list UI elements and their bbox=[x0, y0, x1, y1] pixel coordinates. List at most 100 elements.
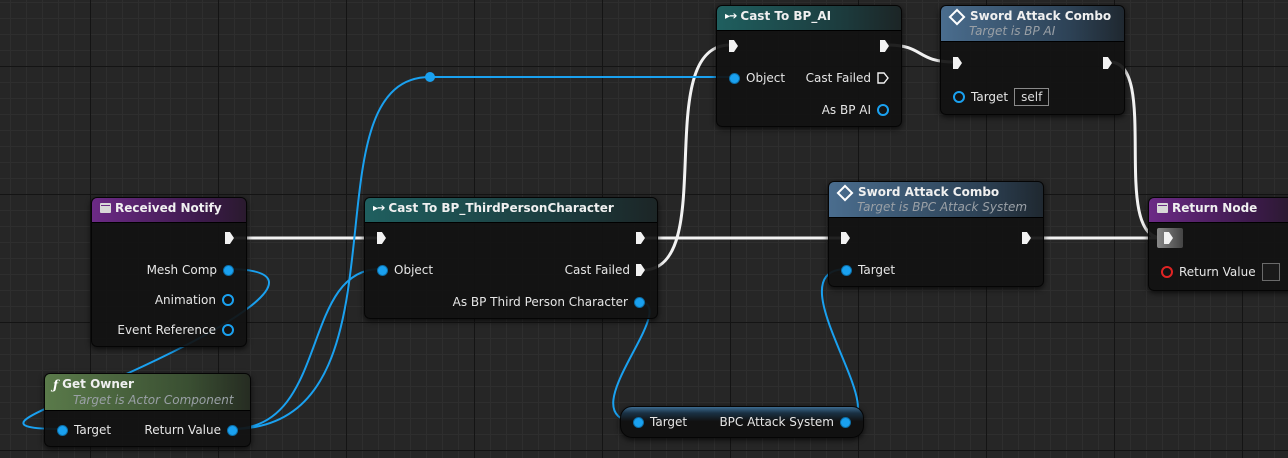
node-title: Sword Attack Combo bbox=[858, 185, 1000, 199]
pin-label: Animation bbox=[154, 293, 216, 307]
exec-wire-castfailed-to-cast-ai bbox=[642, 43, 731, 272]
object-pin-hollow-icon bbox=[222, 294, 234, 306]
bpc-attack-system-output-pin[interactable]: BPC Attack System bbox=[719, 415, 851, 429]
pin-label: BPC Attack System bbox=[719, 415, 834, 429]
exec-input-highlight bbox=[1157, 228, 1183, 248]
pin-label: As BP AI bbox=[821, 103, 871, 117]
object-wire-meshcomp-to-owner bbox=[22, 268, 270, 430]
exec-arrow-icon bbox=[225, 232, 234, 244]
object-pin-icon bbox=[729, 72, 740, 84]
return-node[interactable]: Return Node Return Value bbox=[1148, 197, 1288, 291]
object-pin-icon bbox=[223, 264, 234, 276]
node-title: Cast To BP_ThirdPersonCharacter bbox=[388, 201, 614, 215]
exec-arrow-icon bbox=[636, 232, 645, 244]
exec-output-pin[interactable] bbox=[636, 232, 645, 244]
object-pin-icon bbox=[377, 264, 388, 276]
object-input-pin[interactable]: Object bbox=[377, 263, 433, 277]
cast-ai-node[interactable]: ▸➔Cast To BP_AI Object Cast Failed As BP… bbox=[716, 5, 902, 127]
bpc-attack-system-getter-node[interactable]: Target BPC Attack System bbox=[620, 406, 864, 438]
pin-label: Target bbox=[650, 415, 688, 429]
object-pin-icon bbox=[633, 416, 644, 428]
return-value-checkbox[interactable] bbox=[1261, 263, 1280, 281]
sword-attack-combo-bpc-node[interactable]: Sword Attack Combo Target is BPC Attack … bbox=[828, 181, 1044, 287]
object-input-pin[interactable]: Object bbox=[729, 71, 785, 85]
exec-input-pin[interactable] bbox=[841, 232, 850, 244]
sword-combo-ai-header[interactable]: Sword Attack Combo Target is BP AI bbox=[941, 6, 1124, 42]
exec-arrow-icon bbox=[841, 232, 850, 244]
node-title: Received Notify bbox=[115, 201, 222, 215]
received-notify-header[interactable]: Received Notify bbox=[92, 198, 246, 223]
target-input-pin[interactable]: Target bbox=[57, 423, 111, 437]
object-pin-icon bbox=[634, 296, 645, 308]
mesh-comp-pin[interactable]: Mesh Comp bbox=[147, 263, 234, 277]
exec-arrow-icon bbox=[953, 57, 962, 69]
target-self-field[interactable]: self bbox=[1014, 88, 1050, 106]
pin-label: Mesh Comp bbox=[146, 263, 217, 277]
exec-output-pin[interactable] bbox=[880, 40, 889, 52]
function-diamond-icon bbox=[948, 8, 966, 25]
function-f-icon: ƒ bbox=[53, 377, 59, 392]
exec-arrow-hollow-icon bbox=[877, 72, 889, 84]
cast-third-person-node[interactable]: ▸➔Cast To BP_ThirdPersonCharacter Object… bbox=[364, 197, 658, 319]
pin-label: As BP Third Person Character bbox=[452, 295, 628, 309]
sword-attack-combo-ai-node[interactable]: Sword Attack Combo Target is BP AI Targe… bbox=[940, 5, 1125, 115]
node-title: Get Owner bbox=[62, 377, 134, 391]
received-notify-node[interactable]: Received Notify Mesh Comp Animation Even… bbox=[91, 197, 247, 347]
pin-label: Target bbox=[971, 90, 1009, 104]
return-node-header[interactable]: Return Node bbox=[1149, 198, 1288, 223]
exec-input-pin[interactable] bbox=[1157, 228, 1183, 248]
pin-label: Return Value bbox=[144, 423, 221, 437]
object-pin-icon bbox=[57, 424, 68, 436]
cast-failed-pin[interactable]: Cast Failed bbox=[806, 71, 889, 85]
object-wire-owner-to-cast bbox=[231, 268, 381, 430]
object-pin-icon bbox=[841, 264, 852, 276]
pin-label: Return Value bbox=[1179, 265, 1256, 279]
node-subtitle: Target is BP AI bbox=[969, 24, 1056, 38]
exec-output-pin[interactable] bbox=[1103, 57, 1112, 69]
target-input-pin[interactable]: Target bbox=[633, 415, 687, 429]
object-pin-icon bbox=[227, 424, 238, 436]
object-pin-hollow-icon bbox=[953, 91, 965, 103]
exec-input-pin[interactable] bbox=[953, 57, 962, 69]
target-input-pin[interactable]: Target self bbox=[953, 88, 1050, 106]
cast-icon: ▸➔ bbox=[373, 203, 385, 214]
exec-output-pin[interactable] bbox=[225, 232, 234, 244]
object-pin-icon bbox=[840, 416, 851, 428]
cast-third-person-header[interactable]: ▸➔Cast To BP_ThirdPersonCharacter bbox=[365, 198, 657, 223]
node-title: Sword Attack Combo bbox=[970, 9, 1112, 23]
sword-combo-bpc-header[interactable]: Sword Attack Combo Target is BPC Attack … bbox=[829, 182, 1043, 218]
cast-icon: ▸➔ bbox=[725, 11, 737, 22]
object-wire-asbp-to-getter bbox=[612, 300, 651, 423]
return-value-pin[interactable]: Return Value bbox=[1161, 263, 1280, 281]
exec-arrow-icon bbox=[1103, 57, 1112, 69]
as-bp-ai-pin[interactable]: As BP AI bbox=[822, 103, 889, 117]
wire-reroute-knot bbox=[425, 72, 435, 82]
pin-label: Target bbox=[858, 263, 896, 277]
object-pin-hollow-icon bbox=[877, 104, 889, 116]
pin-label: Cast Failed bbox=[564, 263, 630, 277]
function-diamond-icon bbox=[836, 184, 854, 201]
animation-pin[interactable]: Animation bbox=[155, 293, 234, 307]
event-reference-pin[interactable]: Event Reference bbox=[117, 323, 234, 337]
return-value-pin[interactable]: Return Value bbox=[144, 423, 238, 437]
node-title: Cast To BP_AI bbox=[740, 9, 832, 23]
exec-arrow-icon bbox=[729, 40, 738, 52]
exec-arrow-icon bbox=[377, 232, 386, 244]
pin-label: Target bbox=[74, 423, 112, 437]
as-bp-third-person-pin[interactable]: As BP Third Person Character bbox=[453, 295, 645, 309]
target-input-pin[interactable]: Target bbox=[841, 263, 895, 277]
exec-output-pin[interactable] bbox=[1022, 232, 1031, 244]
pin-label: Cast Failed bbox=[805, 71, 871, 85]
node-title: Return Node bbox=[1172, 201, 1258, 215]
cast-ai-header[interactable]: ▸➔Cast To BP_AI bbox=[717, 6, 901, 31]
exec-arrow-icon bbox=[1022, 232, 1031, 244]
object-wire-getter-to-combo bbox=[821, 268, 859, 423]
node-subtitle: Target is Actor Component bbox=[73, 392, 234, 407]
struct-pin-hollow-icon bbox=[222, 324, 234, 336]
pin-label: Object bbox=[746, 71, 786, 85]
cast-failed-pin[interactable]: Cast Failed bbox=[565, 263, 645, 277]
exec-input-pin[interactable] bbox=[377, 232, 386, 244]
exec-input-pin[interactable] bbox=[729, 40, 738, 52]
